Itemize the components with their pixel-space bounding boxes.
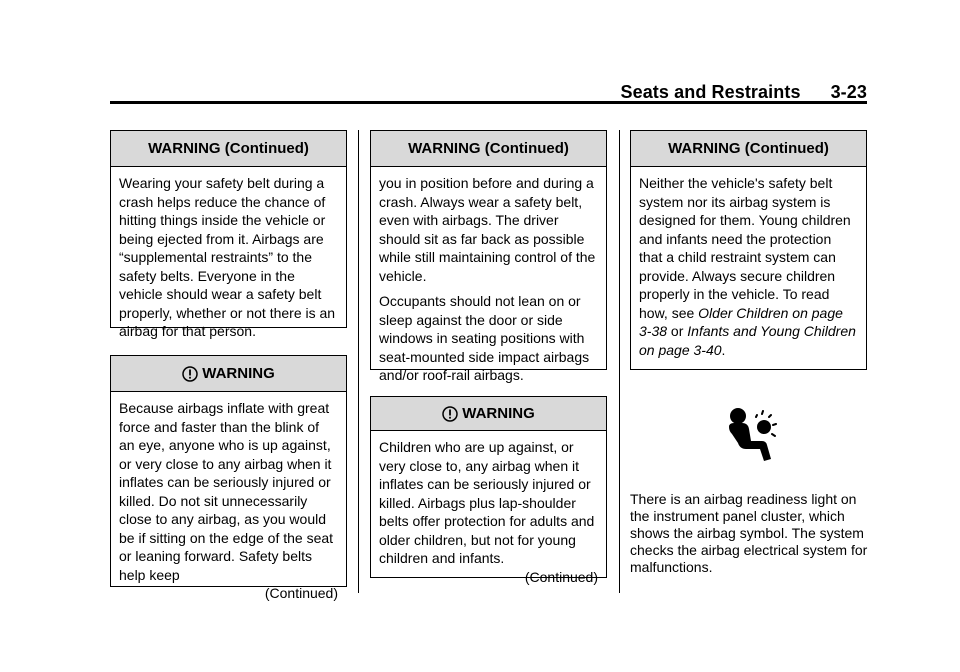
continued-label: (Continued) xyxy=(264,585,338,601)
section-title: Seats and Restraints xyxy=(620,82,801,102)
warning-continued-box-2: WARNING (Continued) you in position befo… xyxy=(370,130,607,383)
warning-title: WARNING (Continued) xyxy=(371,131,606,167)
warning-text: you in position before and during a cras… xyxy=(379,175,596,383)
warning-box-1: WARNING Because airbags inflate with gre… xyxy=(110,355,347,601)
warning-title: WARNING xyxy=(462,405,535,422)
warning-icon xyxy=(442,405,458,422)
warning-title: WARNING xyxy=(202,365,275,382)
airbag-readiness-paragraph: There is an airbag readiness light on th… xyxy=(630,491,868,575)
warning-text: Neither the vehicle's safety belt system… xyxy=(639,175,856,358)
header-rule xyxy=(110,101,867,104)
warning-title: WARNING (Continued) xyxy=(111,131,346,167)
page-header: Seats and Restraints 3-23 xyxy=(110,82,867,103)
page-number: 3-23 xyxy=(830,82,867,102)
warning-title-row: WARNING xyxy=(371,397,606,431)
warning-text: Children who are up against, or very clo… xyxy=(379,439,598,585)
column-divider-2 xyxy=(619,130,620,593)
warning-text: Because airbags inflate with great force… xyxy=(119,400,338,601)
warning-icon xyxy=(182,365,198,382)
airbag-readiness-icon xyxy=(729,408,777,461)
cross-reference-link[interactable]: Infants and Young Children on page 3-40 xyxy=(639,323,856,358)
cross-reference-link[interactable]: Older Children on page 3-38 xyxy=(639,304,843,340)
warning-title-row: WARNING xyxy=(111,356,346,392)
column-divider-1 xyxy=(358,130,359,593)
warning-title: WARNING (Continued) xyxy=(631,131,866,167)
warning-continued-box-1: WARNING (Continued) Wearing your safety … xyxy=(110,130,347,339)
warning-text: Wearing your safety belt during a crash … xyxy=(119,175,336,339)
warning-box-2: WARNING Children who are up against, or … xyxy=(370,396,607,585)
warning-continued-box-3: WARNING (Continued) Neither the vehicle'… xyxy=(630,130,867,370)
continued-label: (Continued) xyxy=(524,568,598,585)
